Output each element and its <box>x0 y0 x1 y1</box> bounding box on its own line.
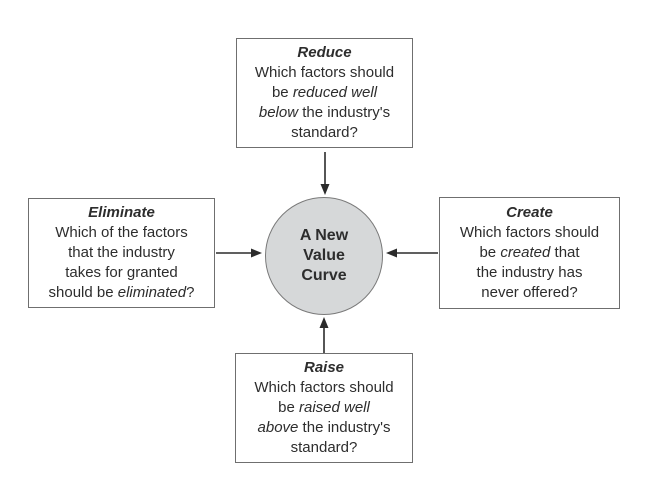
reduce-box-title: Reduce <box>297 44 352 61</box>
box-text-line: below the industry's <box>258 104 391 121</box>
new-value-curve-circle: A New Value Curve <box>265 197 383 315</box>
create-box: Create Which factors should be created th… <box>439 197 620 309</box>
box-text-line: the industry has <box>476 264 583 281</box>
arrow-raise-to-center <box>319 317 329 353</box>
arrow-create-to-center <box>386 248 438 258</box>
box-text-line: takes for granted <box>65 264 178 281</box>
eliminate-box: Eliminate Which of the factors that the i… <box>28 198 215 308</box>
box-text-line: that the industry <box>68 244 175 261</box>
eliminate-box-title: Eliminate <box>88 204 155 221</box>
box-text-line: be reduced well <box>271 84 378 101</box>
create-box-title: Create <box>506 204 553 221</box>
box-text-line: above the industry's <box>257 419 391 436</box>
raise-box-body: Which factors should be raised well above … <box>236 378 412 458</box>
box-text-line: standard? <box>290 439 358 456</box>
box-text-line: Which factors should <box>459 224 600 241</box>
box-text-line: be raised well <box>278 399 370 416</box>
box-text-line: never offered? <box>481 284 578 301</box>
box-text-line: Which of the factors <box>55 224 188 241</box>
create-box-body: Which factors should be created that the i… <box>440 223 619 303</box>
box-text-line: Which factors should <box>254 64 395 81</box>
arrow-eliminate-to-center <box>216 248 262 258</box>
eliminate-box-body: Which of the factors that the industry tak… <box>29 223 214 303</box>
arrow-reduce-to-center <box>320 152 330 195</box>
box-text-line: Which factors should <box>254 379 394 396</box>
reduce-box: Reduce Which factors should be reduced we… <box>236 38 413 148</box>
box-text-line: standard? <box>291 124 358 141</box>
reduce-box-body: Which factors should be reduced well below… <box>237 63 412 143</box>
circle-label-line-3: Curve <box>301 267 347 284</box>
raise-box-title: Raise <box>303 359 345 376</box>
box-text-line: be created that <box>479 244 580 261</box>
box-text-line: should be eliminated? <box>48 284 195 301</box>
circle-label-line-1: A New <box>299 227 349 244</box>
raise-box: Raise Which factors should be raised well… <box>235 353 413 463</box>
circle-label-line-2: Value <box>303 247 345 264</box>
